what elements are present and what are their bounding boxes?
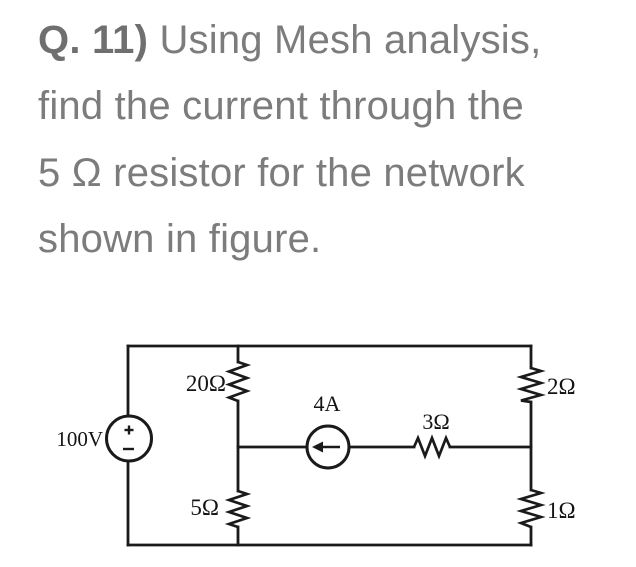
question-line-1: Q. 11) Using Mesh analysis, [38,7,628,73]
resistor-3ohm-label: 3Ω [422,409,449,434]
voltage-source-circle [105,414,153,463]
question-number: Q. 11) [38,18,149,62]
resistor-1ohm-label: 1Ω [547,498,576,523]
current-source-label: 4A [314,391,341,416]
question-line-3: 5 Ω resistor for the network [38,150,525,195]
plus-icon [124,425,134,435]
resistor-5ohm-label: 5Ω [190,495,219,520]
question-line-1-rest: Using Mesh analysis, [148,18,542,62]
resistor-2ohm [516,366,546,404]
question-text-block: Q. 11) Using Mesh analysis, find the cur… [38,7,628,273]
resistor-5ohm [224,489,252,529]
current-source-circle [305,424,351,470]
arrow-left-icon [312,441,340,453]
resistor-20ohm-label: 20Ω [186,371,226,396]
resistor-2ohm-label: 2Ω [547,374,576,399]
resistor-1ohm [516,488,546,529]
voltage-source-label: 100V [56,427,103,451]
question-line-4: shown in figure. [38,217,322,262]
question-line-2: find the current through the [38,84,524,129]
resistor-3ohm [412,434,452,460]
resistor-20ohm [225,360,252,403]
